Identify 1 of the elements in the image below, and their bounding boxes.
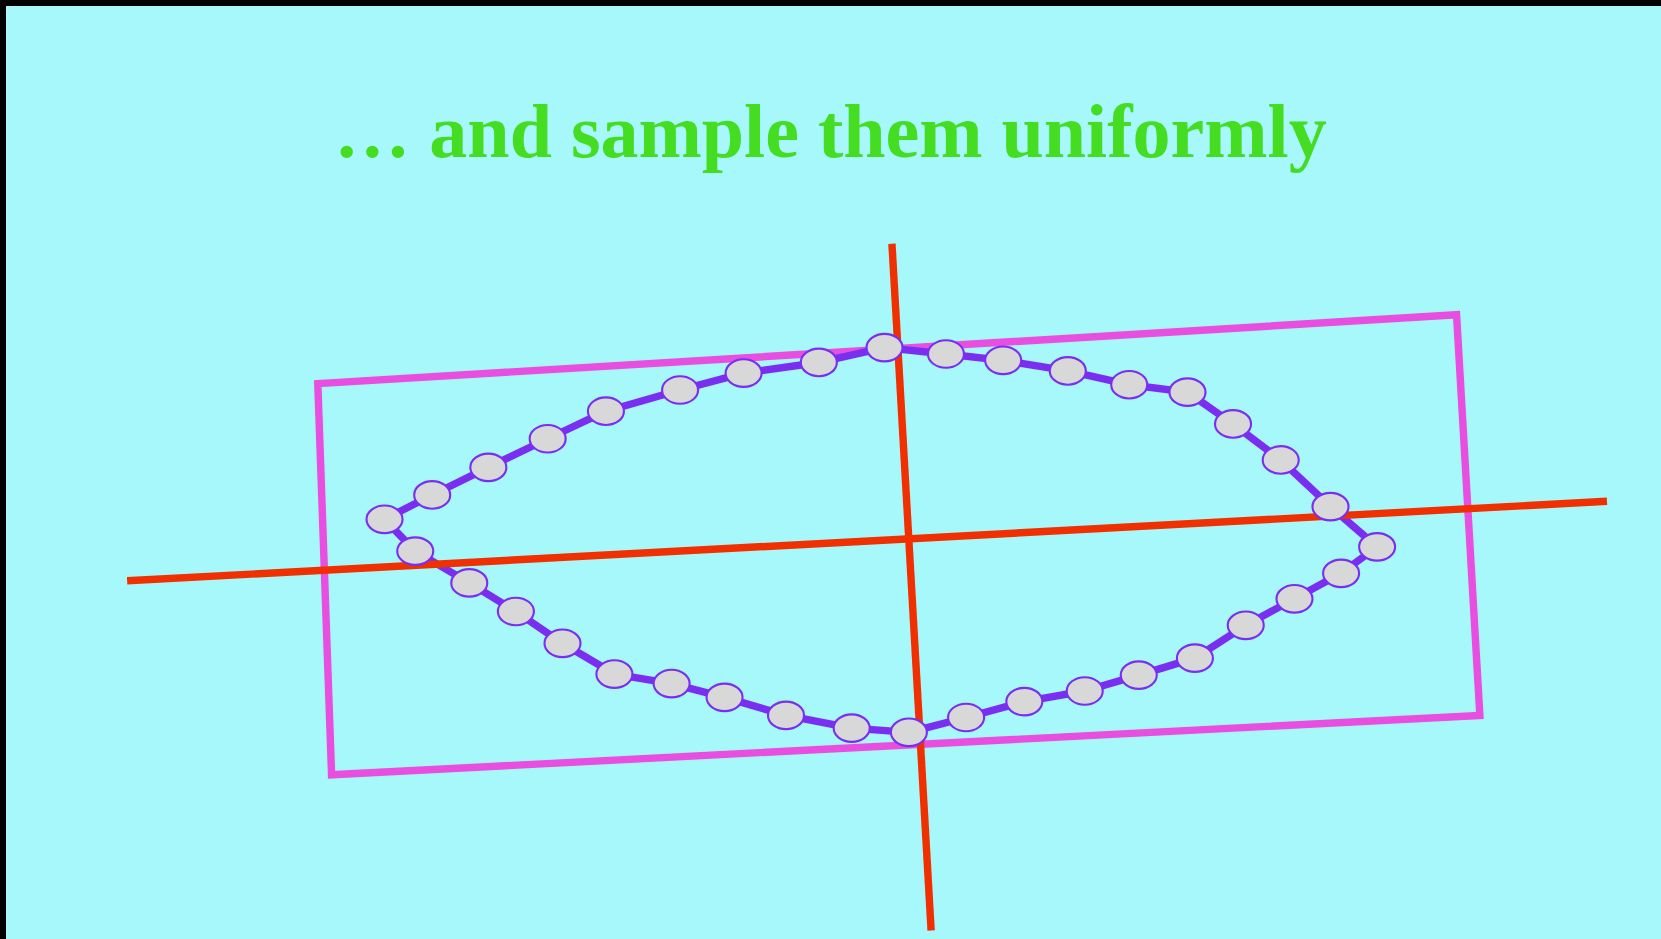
slide-title: … and sample them uniformly	[334, 88, 1327, 175]
